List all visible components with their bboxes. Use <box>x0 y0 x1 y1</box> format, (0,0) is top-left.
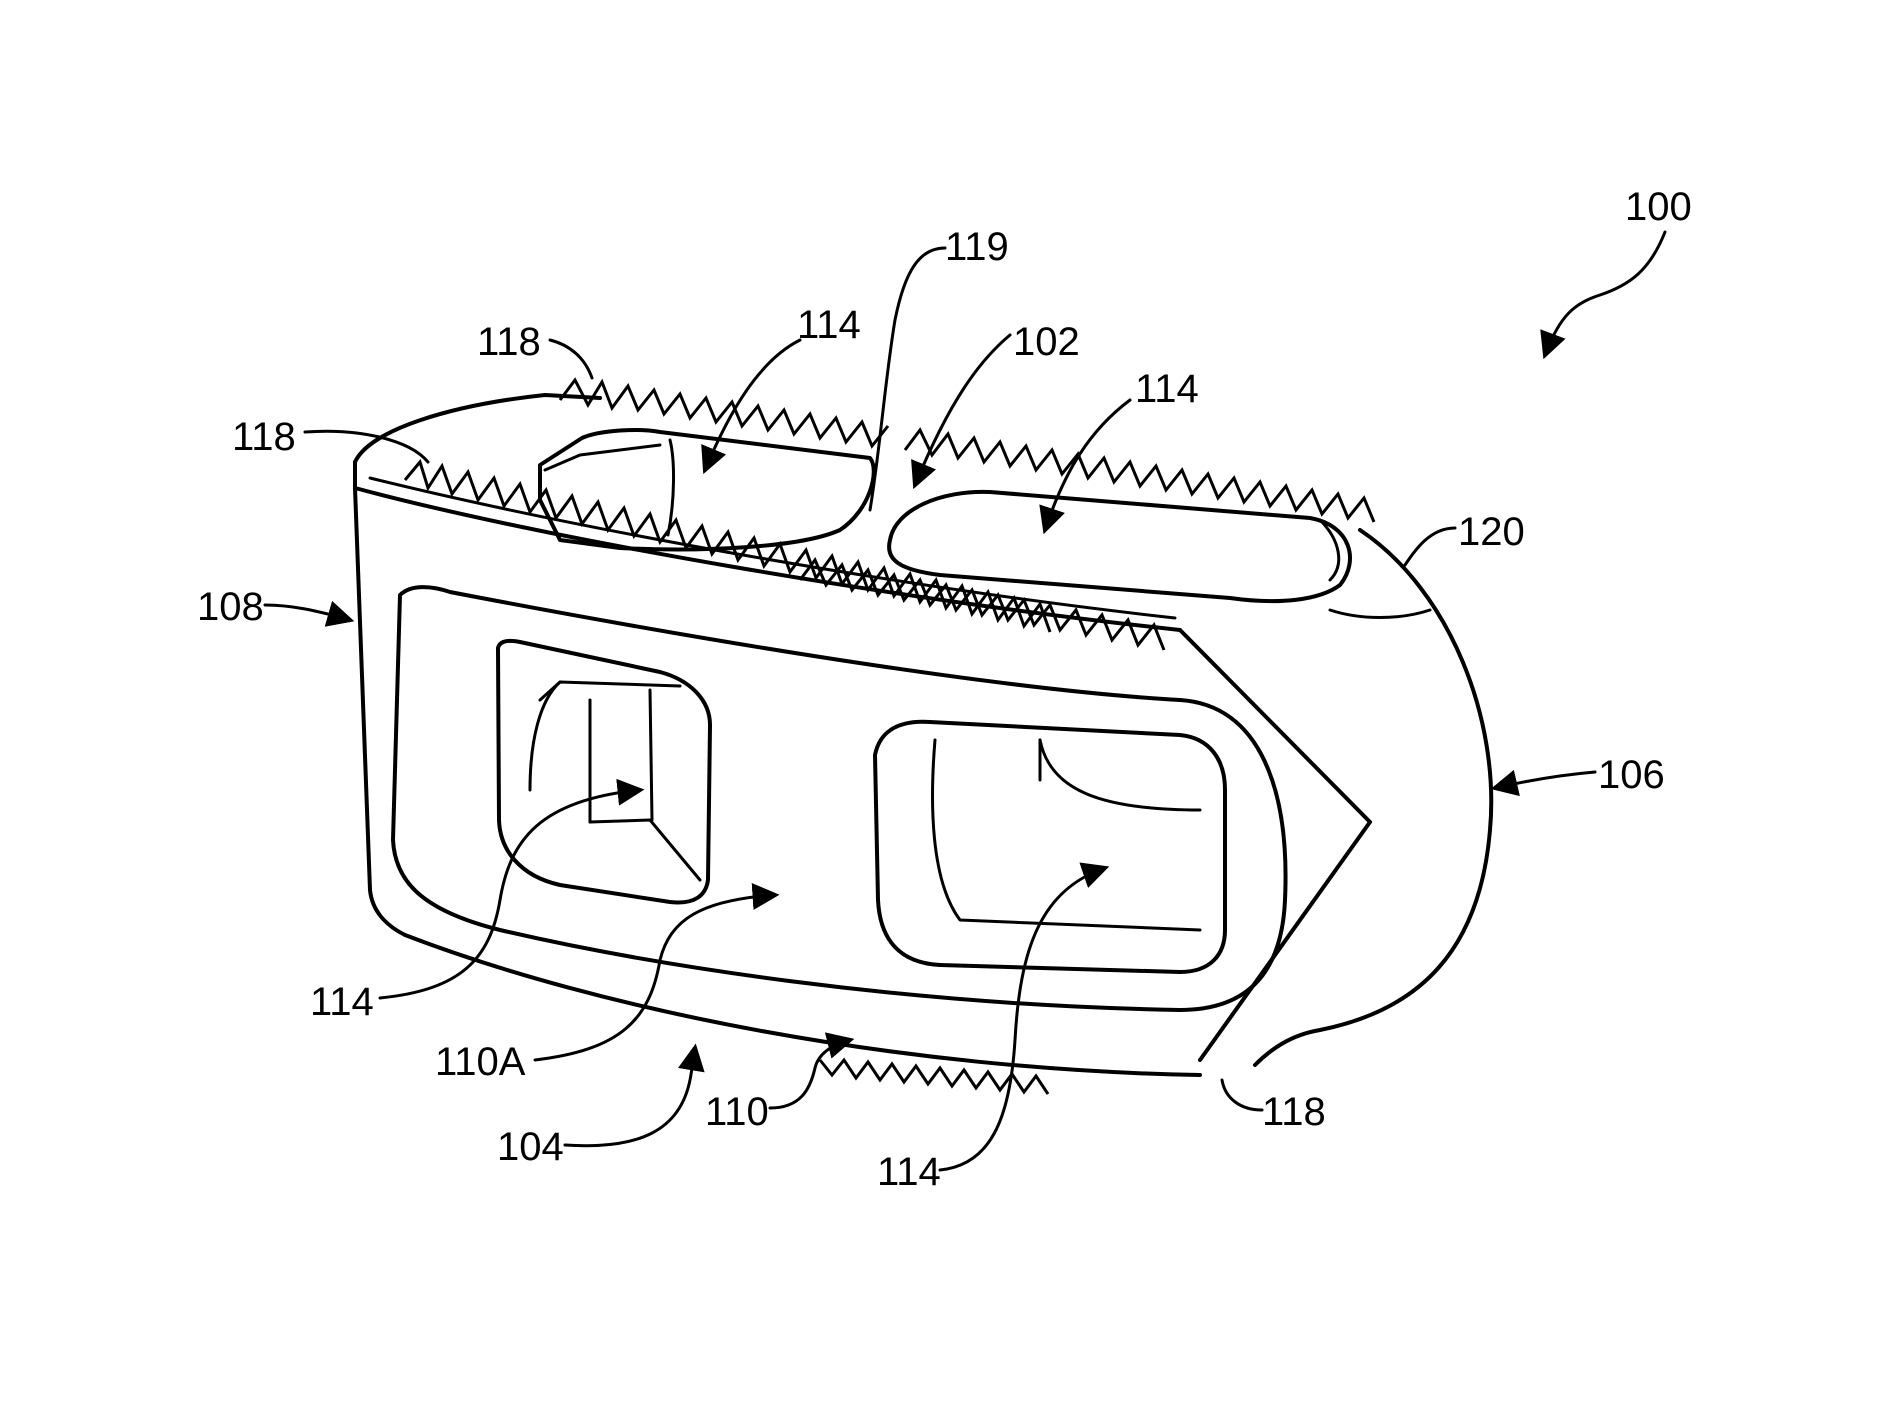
leader-108 <box>265 605 350 620</box>
ref-118-left: 118 <box>232 415 296 459</box>
ref-114-top-left: 114 <box>797 303 861 347</box>
leader-104 <box>565 1048 695 1146</box>
leader-118-top <box>550 340 592 378</box>
ref-104: 104 <box>497 1125 564 1169</box>
leader-118-bottom <box>1222 1080 1262 1110</box>
ref-110A: 110A <box>435 1040 526 1084</box>
leader-119 <box>870 248 945 510</box>
ref-114-bottom-center: 114 <box>877 1150 941 1194</box>
ref-118-top: 118 <box>477 320 541 364</box>
ref-120: 120 <box>1458 510 1525 554</box>
ref-110: 110 <box>705 1090 769 1134</box>
leader-114-bottom-center <box>940 868 1105 1170</box>
ref-119: 119 <box>945 225 1009 269</box>
leader-102 <box>915 335 1010 485</box>
leader-114-top-left <box>705 340 800 470</box>
ref-118-bottom: 118 <box>1262 1090 1326 1134</box>
leader-110 <box>770 1040 850 1108</box>
ref-100: 100 <box>1625 185 1692 229</box>
leader-106 <box>1495 772 1595 788</box>
leader-110A <box>535 895 775 1060</box>
ref-114-top-right: 114 <box>1135 367 1199 411</box>
leader-120 <box>1405 528 1455 565</box>
ref-106: 106 <box>1598 753 1665 797</box>
ref-102: 102 <box>1013 320 1080 364</box>
top-openings <box>540 430 1350 601</box>
ref-114-bottom-left: 114 <box>310 980 374 1024</box>
leader-lines <box>265 232 1665 1170</box>
ref-108: 108 <box>197 585 264 629</box>
leader-100 <box>1545 232 1665 355</box>
reference-numerals: 100 119 114 118 102 114 118 120 108 106 … <box>197 185 1692 1194</box>
